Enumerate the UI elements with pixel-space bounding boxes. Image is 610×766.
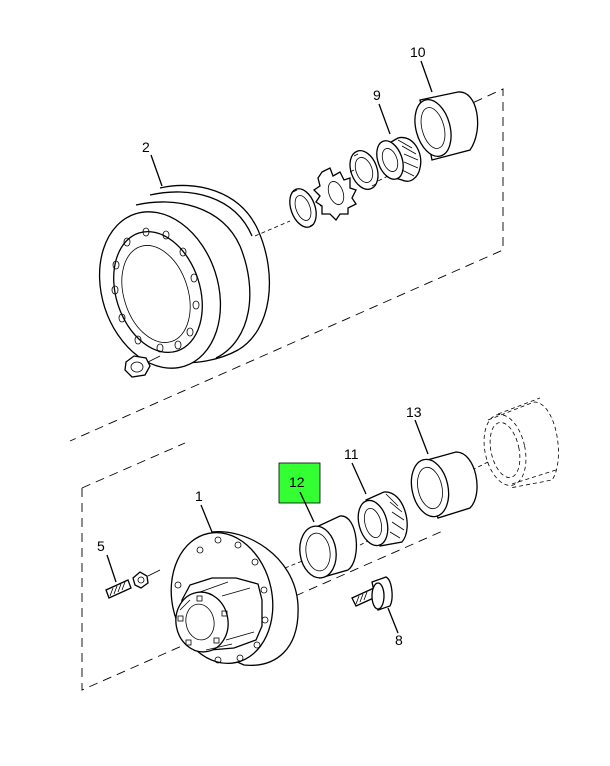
- hub-stud[interactable]: [105, 569, 161, 599]
- tab-lock-washer[interactable]: [312, 167, 357, 222]
- callout-1[interactable]: 1: [195, 488, 203, 504]
- callout-11[interactable]: 11: [344, 446, 359, 462]
- oil-seal-phantom[interactable]: [478, 397, 559, 489]
- callout-12[interactable]: 12: [289, 474, 305, 490]
- brake-drum[interactable]: [80, 184, 271, 384]
- callout-8[interactable]: 8: [395, 632, 403, 648]
- inner-bearing-race[interactable]: [406, 451, 478, 520]
- wheel-bolt[interactable]: [351, 576, 393, 611]
- leader-lines: [106, 60, 433, 634]
- callout-5[interactable]: 5: [97, 538, 105, 554]
- callout-13[interactable]: 13: [406, 404, 422, 420]
- outer-bearing-cone[interactable]: [372, 136, 422, 183]
- lower-assembly-enclosure: [81, 442, 446, 691]
- highlight-box-12[interactable]: [278, 462, 321, 504]
- inner-bearing-cup[interactable]: [297, 515, 358, 580]
- outer-bearing-cup[interactable]: [409, 91, 479, 161]
- callout-2[interactable]: 2: [142, 139, 150, 155]
- callout-10[interactable]: 10: [410, 44, 426, 60]
- adjusting-nut[interactable]: [345, 147, 383, 193]
- lug-nut[interactable]: [124, 355, 161, 378]
- inner-bearing-cone[interactable]: [354, 491, 408, 549]
- washer[interactable]: [285, 185, 321, 231]
- callout-9[interactable]: 9: [373, 87, 381, 103]
- wheel-hub[interactable]: [159, 523, 299, 673]
